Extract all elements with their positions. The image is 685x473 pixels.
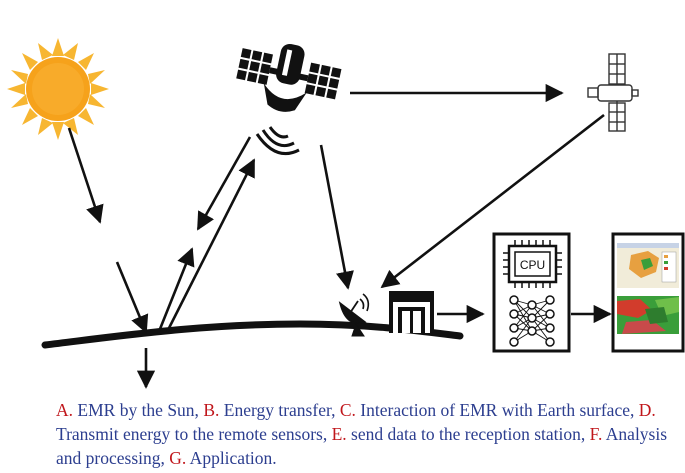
arrow-sun-to-ground xyxy=(67,127,104,224)
caption-text-d: Transmit energy to the remote sensors, xyxy=(56,424,332,444)
cpu-icon xyxy=(503,240,562,288)
satellite-icon xyxy=(236,43,342,112)
land-map-image xyxy=(617,243,679,288)
caption-text-e: send data to the reception station, xyxy=(346,424,590,444)
arrow-incident-ray xyxy=(115,261,149,334)
arrow-relay-to-antenna xyxy=(380,113,605,289)
classification-map-image xyxy=(617,296,679,334)
caption-text-g: Application. xyxy=(186,448,277,468)
arrow-satellite-to-ground xyxy=(196,136,252,231)
signal-waves-icon xyxy=(255,126,300,155)
cpu-label: CPU xyxy=(520,258,545,272)
satellite-dish-icon xyxy=(338,293,370,337)
caption-text-a: EMR by the Sun, xyxy=(73,400,204,420)
arrow-ground-to-satellite xyxy=(165,158,256,333)
caption-text-b: Energy transfer, xyxy=(219,400,340,420)
reception-station-icon xyxy=(389,291,434,333)
caption-text-f: Analysis and processing, xyxy=(56,424,668,468)
neural-network-icon xyxy=(509,295,555,347)
arrow-satellite-to-antenna xyxy=(319,144,354,290)
diagram-caption: A. EMR by the Sun, B. Energy transfer, C… xyxy=(56,398,676,470)
sun-icon xyxy=(7,38,109,140)
application-panel xyxy=(611,232,685,353)
small-satellite-icon xyxy=(587,53,639,132)
remote-sensing-diagram: CPU xyxy=(7,38,685,389)
caption-text-c: Interaction of EMR with Earth surface, xyxy=(355,400,639,420)
caption-label-c: C. xyxy=(339,400,356,420)
caption-label-f: F. xyxy=(589,424,603,444)
caption-label-d: D. xyxy=(638,400,656,420)
caption-label-a: A. xyxy=(56,400,74,420)
caption-label-b: B. xyxy=(203,400,220,420)
caption-label-e: E. xyxy=(331,424,347,444)
processing-panel: CPU xyxy=(492,232,571,353)
caption-label-g: G. xyxy=(169,448,187,468)
arrow-reflected-ray xyxy=(156,247,195,335)
